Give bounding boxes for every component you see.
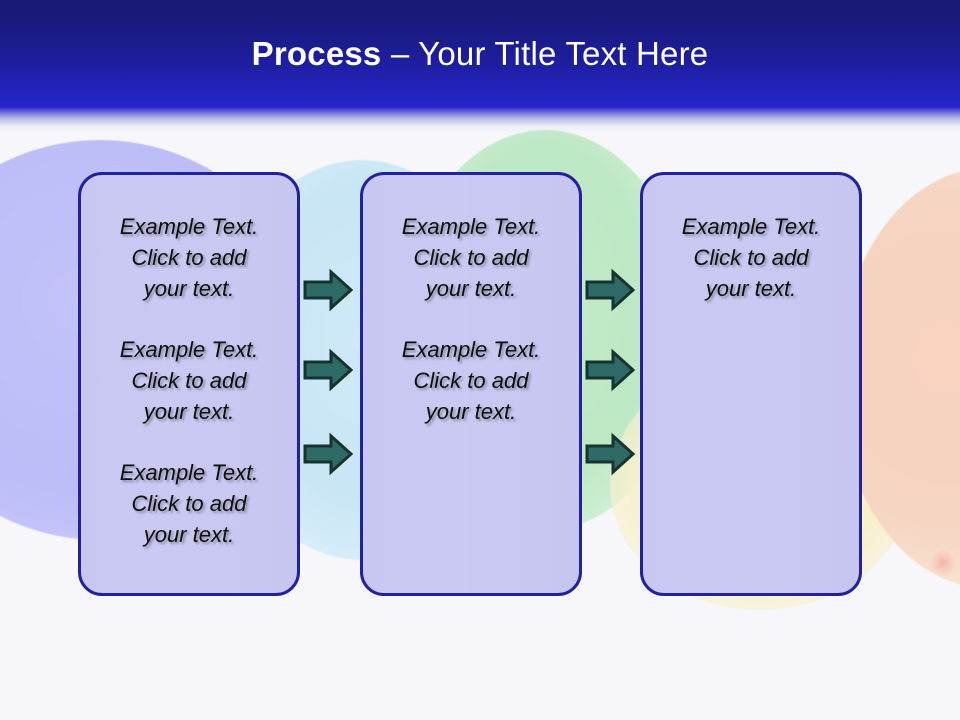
title-regular-part: – Your Title Text Here [381, 35, 709, 72]
process-box-3[interactable]: Example Text. Click to add your text. [640, 172, 862, 596]
right-arrow-icon[interactable] [584, 268, 636, 312]
text-block[interactable]: Example Text. Click to add your text. [401, 214, 541, 301]
text-block[interactable]: Example Text. Click to add your text. [119, 337, 259, 424]
title-bold-part: Process [251, 35, 382, 72]
right-arrow-icon[interactable] [584, 432, 636, 476]
right-arrow-icon[interactable] [302, 348, 354, 392]
process-box-1[interactable]: Example Text. Click to add your text. Ex… [78, 172, 300, 596]
pink-dot [930, 550, 956, 576]
reflection-fade [360, 599, 582, 720]
page-title: Process – Your Title Text Here [0, 0, 960, 108]
box-reflection-3 [640, 599, 862, 720]
right-arrow-icon[interactable] [584, 348, 636, 392]
title-banner-fade [0, 108, 960, 134]
reflection-fade [78, 599, 300, 720]
text-block[interactable]: Example Text. Click to add your text. [681, 214, 821, 301]
box-reflection-1 [78, 599, 300, 720]
reflection-fade [640, 599, 862, 720]
process-box-2[interactable]: Example Text. Click to add your text. Ex… [360, 172, 582, 596]
text-block[interactable]: Example Text. Click to add your text. [119, 214, 259, 301]
text-block[interactable]: Example Text. Click to add your text. [401, 337, 541, 424]
title-banner [0, 0, 960, 108]
text-block[interactable]: Example Text. Click to add your text. [119, 460, 259, 547]
right-arrow-icon[interactable] [302, 268, 354, 312]
box-reflection-2 [360, 599, 582, 720]
right-arrow-icon[interactable] [302, 432, 354, 476]
